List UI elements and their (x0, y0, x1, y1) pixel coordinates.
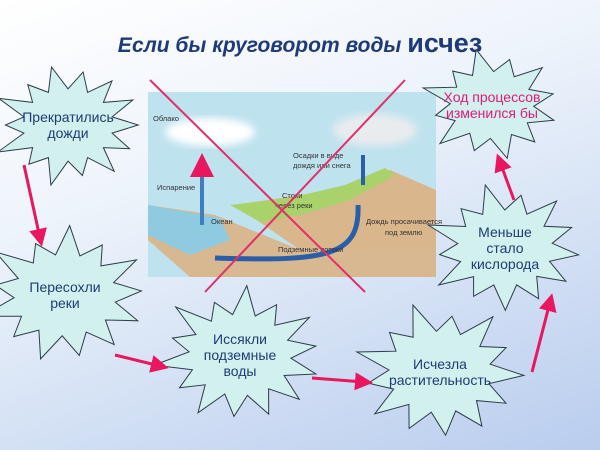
label-cloud: Облако (153, 114, 179, 123)
star-shape (355, 303, 526, 437)
star-text: дожди (47, 125, 88, 141)
label-underground: Подземные потоки (278, 245, 343, 254)
slide-title: Если бы круговорот воды исчез (0, 28, 600, 59)
star-text: подземные (204, 347, 277, 363)
arrow-2 (114, 353, 169, 373)
label-ocean: Океан (211, 217, 233, 226)
star-text: Прекратились (22, 109, 114, 125)
label-precip-1: Осадки в виде (293, 151, 343, 160)
star-text: Пересохли (29, 279, 100, 295)
cloud-left (165, 118, 255, 146)
star-text: Меньше (478, 224, 532, 240)
star-shape (0, 65, 140, 187)
label-runoff-1: Стоки (282, 191, 302, 200)
star-shape (0, 224, 143, 361)
underground-flow-arrow (214, 204, 361, 262)
arrow-5 (494, 153, 516, 201)
arrow-4 (530, 293, 557, 373)
cloud-right (333, 114, 417, 146)
star-text: Иссякли (213, 331, 267, 347)
star-text: стало (486, 240, 523, 256)
arrow-1 (22, 164, 47, 247)
star-text: Ход процессов (444, 89, 541, 105)
star-text: растительность (389, 372, 491, 388)
star-text: изменился бы (446, 105, 538, 121)
label-precip-2: дождя или снега (293, 161, 351, 170)
label-seep-2: под землю (385, 228, 423, 237)
star-text: реки (50, 295, 80, 311)
cross-out (149, 79, 406, 293)
star-text: кислорода (471, 256, 539, 272)
star-shape (154, 284, 318, 418)
star-text: Исчезла (413, 356, 467, 372)
title-text: Если бы круговорот воды (117, 34, 402, 57)
water-cycle-diagram: Облако Испарение Океан Осадки в виде дож… (148, 92, 442, 277)
label-seep-1: Дождь просачивается (366, 217, 442, 226)
label-evaporation: Испарение (157, 183, 195, 192)
star-text: воды (224, 363, 257, 379)
star-shape (426, 183, 581, 312)
arrow-3 (311, 372, 373, 391)
flow-arrows (22, 153, 557, 391)
label-runoff-2: через реки (275, 201, 313, 210)
title-emphasis: исчез (407, 28, 483, 58)
